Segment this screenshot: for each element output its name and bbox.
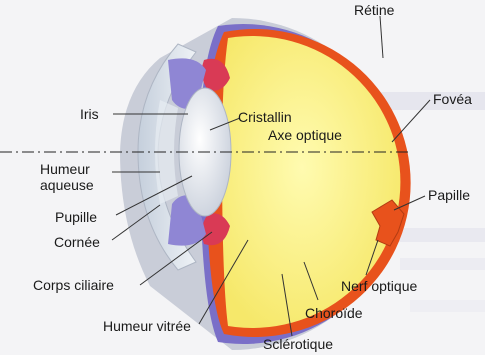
- label-cristallin: Cristallin: [238, 109, 292, 125]
- label-nerf-optique: Nerf optique: [341, 278, 417, 294]
- label-humeur-aqueuse-1: Humeur: [40, 161, 90, 177]
- label-sclerotique: Sclérotique: [263, 336, 333, 352]
- label-humeur-vitree: Humeur vitrée: [103, 318, 191, 334]
- label-axe-optique: Axe optique: [268, 127, 342, 143]
- label-corps-ciliaire: Corps ciliaire: [33, 277, 114, 293]
- label-retine: Rétine: [354, 2, 395, 18]
- label-papille: Papille: [428, 187, 470, 203]
- label-fovea: Fovéa: [433, 91, 472, 107]
- label-pupille: Pupille: [55, 209, 97, 225]
- label-humeur-aqueuse-2: aqueuse: [40, 177, 94, 193]
- label-iris: Iris: [80, 106, 99, 122]
- label-choroide: Choroïde: [305, 305, 363, 321]
- label-cornee: Cornée: [54, 234, 100, 250]
